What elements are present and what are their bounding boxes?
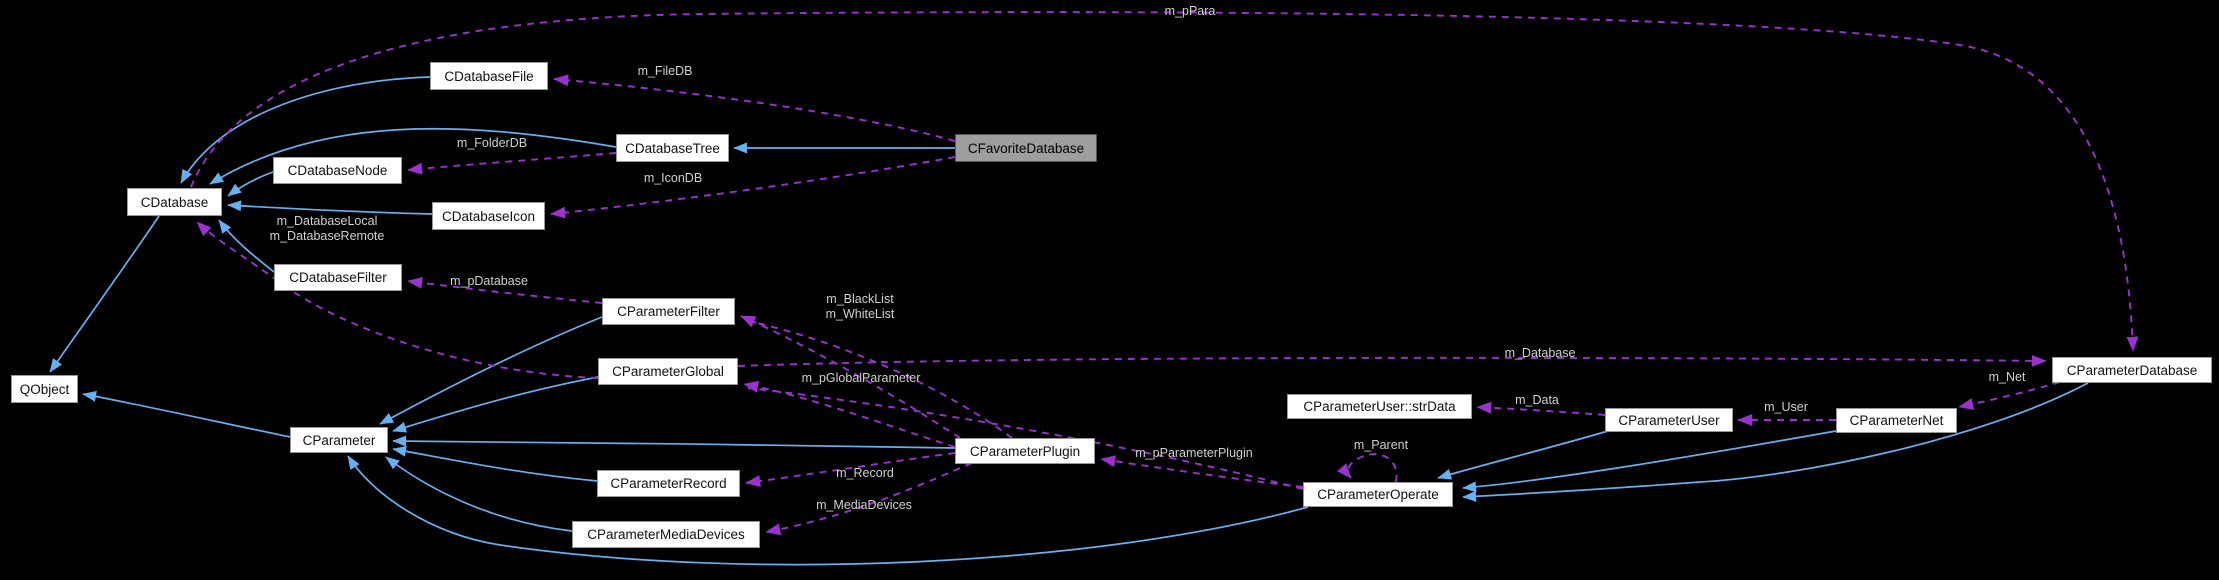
class-node-cparameteroperate[interactable]: CParameterOperate	[1303, 482, 1453, 507]
edge-label-m-pglobalparameter: m_pGlobalParameter	[801, 371, 921, 385]
edge-label-m-icondb: m_IconDB	[643, 171, 703, 185]
usage-edge-m-filedb	[553, 74, 956, 142]
inherit-edge-cparameterglobal-to-cparameter	[392, 376, 599, 433]
class-node-cparameteruser[interactable]: CParameterUser	[1605, 408, 1733, 432]
edge-label-line-m-databaseremote: m_DatabaseRemote	[269, 228, 385, 243]
edge-label-m-pdatabase: m_pDatabase	[450, 274, 528, 288]
inherit-edge-cparameterplugin-to-cparameter	[392, 435, 956, 449]
class-node-cdatabasenode[interactable]: CDatabaseNode	[273, 157, 402, 184]
inherit-edge-cparameterfilter-to-cparameter	[379, 316, 603, 425]
class-node-cdatabasefilter[interactable]: CDatabaseFilter	[274, 264, 402, 291]
usage-edge-m-data	[1476, 401, 1606, 416]
edge-label-line-m-databaselocal: m_DatabaseLocal	[276, 214, 378, 228]
usage-edge-m-parent-selfloop	[1337, 453, 1398, 483]
usage-edge-m-pparameterplugin	[1100, 455, 1304, 488]
class-node-cparameterfilter[interactable]: CParameterFilter	[602, 298, 735, 325]
class-node-cparametermediadevices[interactable]: CParameterMediaDevices	[572, 521, 760, 548]
usage-edge-m-databaselocal-remote	[196, 221, 599, 379]
inherit-edge-cparameterdatabase-to-cparameteroperate	[1462, 382, 2089, 502]
class-node-cparameterrecord[interactable]: CParameterRecord	[597, 470, 740, 497]
inherit-edge-cdatabase-to-qobject	[49, 215, 160, 373]
usage-edge-m-database	[737, 354, 2047, 367]
usage-edge-m-blacklist-whitelist-2	[747, 320, 1013, 439]
edge-label-m-databaselocal-remote: m_DatabaseLocal m_DatabaseRemote	[270, 214, 385, 243]
usage-edge-m-icondb	[550, 156, 956, 219]
class-node-qobject[interactable]: QObject	[11, 375, 78, 403]
inherit-edge-cdatabaseicon-to-cdatabase	[227, 200, 433, 215]
class-node-cdatabasetree[interactable]: CDatabaseTree	[616, 134, 729, 162]
edge-label-m-mediadevices: m_MediaDevices	[816, 498, 912, 512]
inherit-edge-cparameterrecord-to-cparameter	[392, 445, 598, 482]
edge-label-m-folderdb: m_FolderDB	[456, 136, 528, 150]
usage-edge-m-pdatabase	[407, 276, 603, 304]
inherit-edge-cdatabasefile-to-cdatabase	[180, 76, 431, 184]
edge-label-m-ppara: m_pPara	[1164, 4, 1216, 18]
edge-label-m-parent: m_Parent	[1353, 438, 1409, 452]
class-node-cfavoritedatabase: CFavoriteDatabase	[955, 134, 1097, 162]
inherit-edge-cdatabasenode-to-cdatabase	[227, 171, 274, 197]
usage-edge-m-folderdb	[407, 152, 617, 175]
edge-label-m-user: m_User	[1764, 400, 1808, 414]
usage-edge-m-record	[745, 452, 956, 488]
usage-edge-m-blacklist-whitelist	[740, 315, 961, 439]
inherit-edge-cdatabasefilter-to-cdatabase	[218, 219, 275, 273]
inherit-edge-cparameter-to-qobject	[82, 390, 291, 438]
class-node-cparameteruser-strdata[interactable]: CParameterUser::strData	[1287, 394, 1472, 419]
class-node-cdatabaseicon[interactable]: CDatabaseIcon	[432, 202, 545, 230]
edge-label-line-m-blacklist: m_BlackList	[826, 292, 894, 306]
usage-edge-m-net	[1958, 381, 2061, 410]
inherit-edge-cparameteroperate-to-cparameter	[347, 455, 1309, 566]
class-node-cparameterplugin[interactable]: CParameterPlugin	[955, 438, 1095, 464]
edge-label-m-data: m_Data	[1515, 393, 1559, 407]
class-node-cparameter[interactable]: CParameter	[290, 427, 388, 453]
edge-label-m-database: m_Database	[1504, 346, 1576, 360]
edge-label-line-m-whitelist: m_WhiteList	[825, 306, 895, 321]
class-node-cparameterglobal[interactable]: CParameterGlobal	[598, 358, 738, 385]
usage-edge-m-pglobalparameter-2	[747, 387, 1304, 490]
class-node-cparameterdatabase[interactable]: CParameterDatabase	[2052, 357, 2212, 383]
inherit-edge-cparameternet-to-cparameteroperate	[1462, 430, 1837, 493]
inherit-edge-cdatabasetree-to-cdatabase	[209, 127, 617, 185]
usage-edge-m-mediadevices	[765, 462, 973, 536]
class-node-cparameternet[interactable]: CParameterNet	[1836, 408, 1957, 433]
class-node-cdatabasefile[interactable]: CDatabaseFile	[430, 62, 548, 90]
edge-label-m-net: m_Net	[1988, 370, 2026, 384]
usage-edge-m-pglobalparameter	[743, 380, 956, 448]
inherit-edge-cparametermediadevices-to-cparameter	[385, 456, 573, 532]
edge-label-m-filedb: m_FileDB	[637, 64, 693, 78]
inherit-edge-cparameteruser-to-cparameteroperate	[1437, 430, 1609, 480]
edge-label-m-record: m_Record	[836, 466, 894, 480]
edge-label-m-pparameterplugin: m_pParameterPlugin	[1135, 446, 1253, 460]
edge-label-m-blacklist-whitelist: m_BlackList m_WhiteList	[826, 292, 895, 321]
class-node-cdatabase[interactable]: CDatabase	[127, 188, 222, 216]
